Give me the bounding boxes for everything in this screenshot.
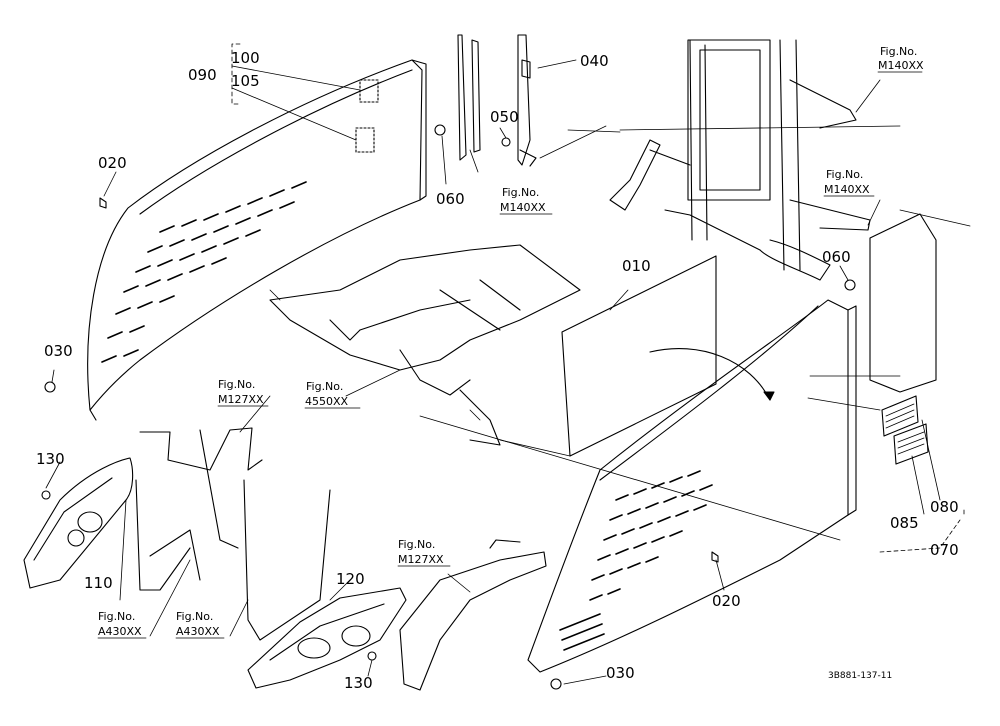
svg-text:Fig.No.: Fig.No. xyxy=(306,380,343,393)
svg-text:M127XX: M127XX xyxy=(398,553,444,566)
figref-a430-b: Fig.No. A430XX xyxy=(176,610,220,638)
figref-a430-a: Fig.No. A430XX xyxy=(98,610,142,638)
svg-text:Fig.No.: Fig.No. xyxy=(176,610,213,623)
label-030-left: 030 xyxy=(44,342,73,360)
headlight-120 xyxy=(247,587,407,689)
sticker-085 xyxy=(893,423,929,465)
label-080: 080 xyxy=(930,498,959,516)
svg-text:A430XX: A430XX xyxy=(176,625,220,638)
svg-text:Fig.No.: Fig.No. xyxy=(880,45,917,58)
label-110: 110 xyxy=(84,574,113,592)
figref-underlines xyxy=(97,71,923,639)
figure-references: Fig.No. M140XX Fig.No. M140XX Fig.No. M1… xyxy=(98,45,924,638)
left-side-cover xyxy=(44,59,427,421)
label-085: 085 xyxy=(890,514,919,532)
label-030-right: 030 xyxy=(606,664,635,682)
right-end-bracket xyxy=(869,213,937,393)
panel-010 xyxy=(561,255,717,457)
svg-text:M140XX: M140XX xyxy=(878,59,924,72)
label-060-left: 060 xyxy=(436,190,465,208)
right-frame xyxy=(609,39,871,281)
label-050: 050 xyxy=(490,108,519,126)
figref-m140-top: Fig.No. M140XX xyxy=(878,45,924,72)
upper-bracket xyxy=(434,34,537,167)
svg-text:M140XX: M140XX xyxy=(824,183,870,196)
svg-text:Fig.No.: Fig.No. xyxy=(826,168,863,181)
svg-text:4550XX: 4550XX xyxy=(305,395,349,408)
sticker-080 xyxy=(881,395,919,437)
label-020-right: 020 xyxy=(712,592,741,610)
svg-text:Fig.No.: Fig.No. xyxy=(98,610,135,623)
drawing-code: 3B881-137-11 xyxy=(828,671,892,681)
svg-text:Fig.No.: Fig.No. xyxy=(502,186,539,199)
figref-m127-bottom: Fig.No. M127XX xyxy=(398,538,444,566)
lower-centre-bracket xyxy=(399,539,547,691)
label-060-right: 060 xyxy=(822,248,851,266)
label-130-left: 130 xyxy=(36,450,65,468)
part-labels: 100 105 090 020 030 040 050 060 010 060 … xyxy=(36,49,959,692)
label-040: 040 xyxy=(580,52,609,70)
label-020-left: 020 xyxy=(98,154,127,172)
figref-m140-right: Fig.No. M140XX xyxy=(824,168,870,196)
label-130-bottom: 130 xyxy=(344,674,373,692)
centre-frame xyxy=(269,244,581,446)
right-side-cover xyxy=(527,279,857,690)
label-105: 105 xyxy=(231,72,260,90)
figref-4550: Fig.No. 4550XX xyxy=(305,380,349,408)
svg-text:M127XX: M127XX xyxy=(218,393,264,406)
svg-text:M140XX: M140XX xyxy=(500,201,546,214)
leader-lines xyxy=(45,43,971,685)
label-120: 120 xyxy=(336,570,365,588)
label-090: 090 xyxy=(188,66,217,84)
label-100: 100 xyxy=(231,49,260,67)
svg-text:A430XX: A430XX xyxy=(98,625,142,638)
label-070: 070 xyxy=(930,541,959,559)
svg-text:Fig.No.: Fig.No. xyxy=(398,538,435,551)
figref-m140-mid: Fig.No. M140XX xyxy=(500,186,546,214)
label-010: 010 xyxy=(622,257,651,275)
headlight-110 xyxy=(23,457,134,589)
lower-left-brackets xyxy=(135,427,331,641)
figref-m127-left: Fig.No. M127XX xyxy=(218,378,264,406)
svg-text:Fig.No.: Fig.No. xyxy=(218,378,255,391)
